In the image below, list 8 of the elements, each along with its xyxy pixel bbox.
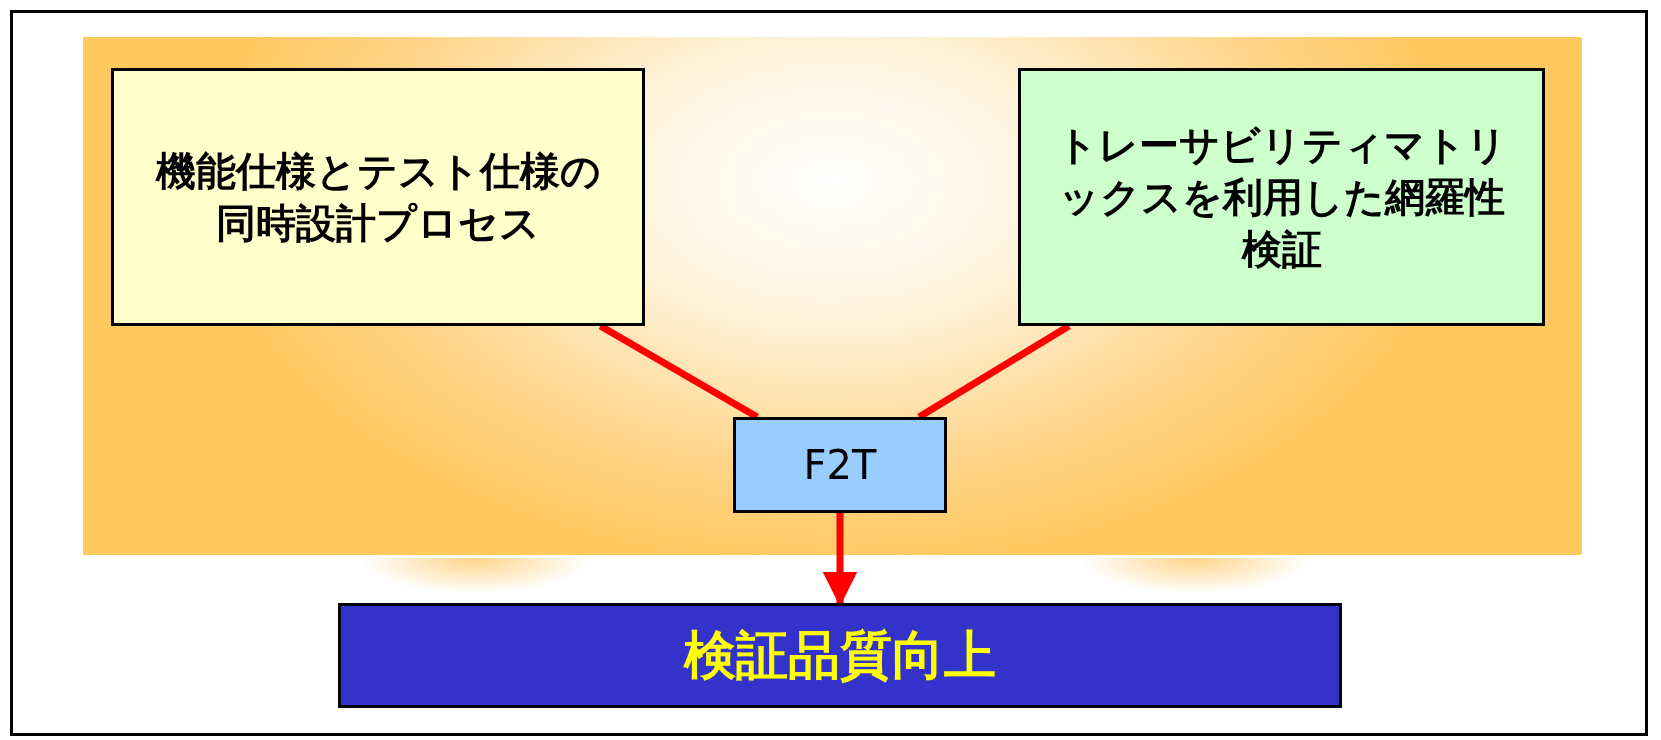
process-box [111,68,645,326]
process-box [1018,68,1545,326]
box-label: 機能仕様とテスト仕様の同時設計プロセス [154,147,602,248]
box-label: F2T [803,441,877,490]
box-label: 検証品質向上 [684,623,996,687]
box-label: トレーサビリティマトリックスを利用した網羅性検証 [1055,121,1508,274]
process-box [733,417,947,513]
result-box [338,603,1342,708]
